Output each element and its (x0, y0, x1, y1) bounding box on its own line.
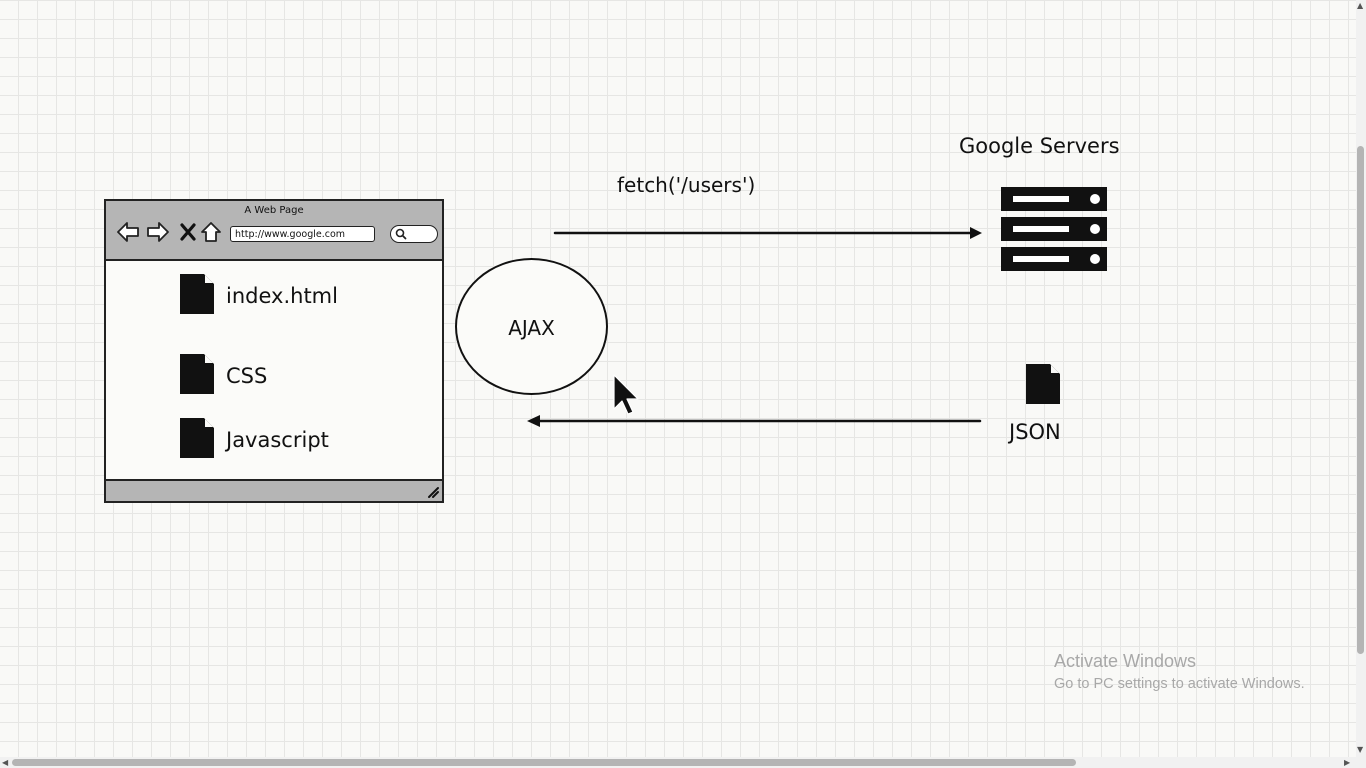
horizontal-scroll-thumb[interactable] (12, 759, 1076, 766)
document-icon (180, 354, 214, 394)
browser-title: A Web Page (244, 205, 304, 216)
search-icon (395, 228, 407, 240)
search-box[interactable] (390, 225, 438, 243)
request-label: fetch('/users') (617, 173, 756, 197)
scroll-up-icon[interactable]: ▲ (1357, 1, 1364, 10)
file-label: Javascript (226, 428, 329, 452)
servers-title: Google Servers (959, 134, 1120, 158)
vertical-scrollbar[interactable]: ▲ ▼ (1356, 0, 1366, 768)
document-icon (180, 274, 214, 314)
response-arrow (527, 415, 982, 427)
scroll-left-icon[interactable]: ◀ (2, 758, 9, 767)
document-icon (1026, 364, 1060, 404)
document-icon (180, 418, 214, 458)
activation-watermark-title: Activate Windows (1054, 651, 1197, 671)
browser-status-bar (106, 479, 442, 501)
browser-toolbar: A Web Page http://www.google.com (106, 201, 442, 261)
response-label: JSON (1009, 420, 1061, 444)
horizontal-scrollbar[interactable]: ◀ ▶ (0, 757, 1356, 768)
scroll-right-icon[interactable]: ▶ (1344, 758, 1351, 767)
server-rack-icon (1001, 187, 1107, 271)
mouse-cursor-icon (613, 374, 639, 415)
vertical-scroll-thumb[interactable] (1357, 146, 1364, 654)
browser-mockup: A Web Page http://www.google.com index.h… (104, 199, 444, 503)
address-bar[interactable]: http://www.google.com (230, 226, 375, 242)
file-label: index.html (226, 284, 338, 308)
request-arrow (553, 227, 982, 239)
home-icon[interactable] (199, 220, 223, 244)
resize-grip-icon[interactable] (426, 485, 440, 499)
forward-arrow-icon[interactable] (146, 220, 170, 244)
ajax-node: AJAX (455, 258, 608, 395)
back-arrow-icon[interactable] (116, 220, 140, 244)
stop-x-icon[interactable] (176, 220, 200, 244)
ajax-label: AJAX (508, 316, 555, 340)
file-label: CSS (226, 364, 268, 388)
scroll-down-icon[interactable]: ▼ (1357, 745, 1364, 754)
activation-watermark-subtitle: Go to PC settings to activate Windows. (1054, 676, 1305, 692)
